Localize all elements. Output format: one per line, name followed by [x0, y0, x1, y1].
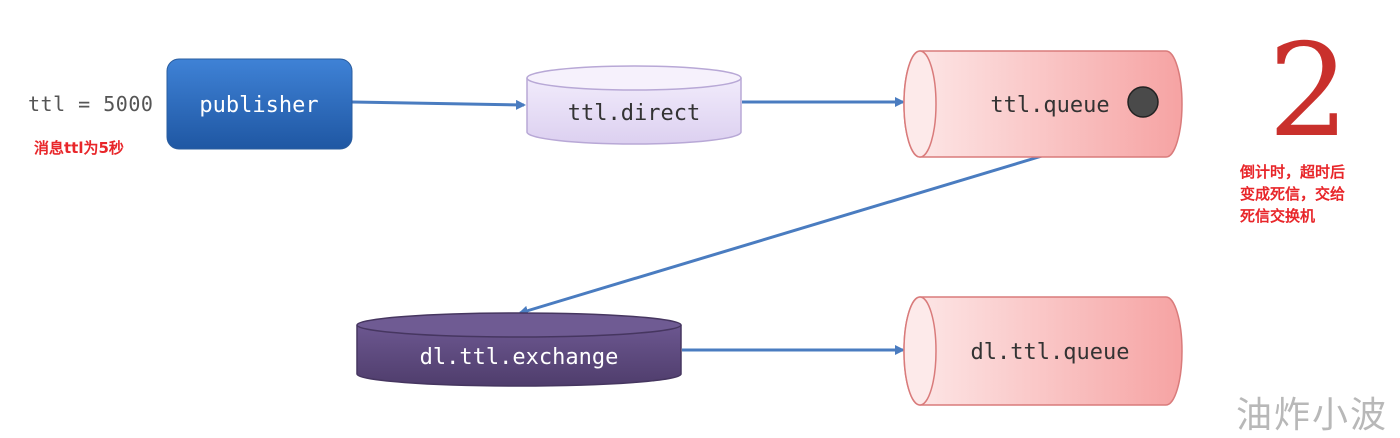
countdown-note-line-2: 变成死信，交给 [1240, 185, 1346, 203]
ttl-note: 消息ttl为5秒 [34, 139, 124, 157]
ttl-queue-node: ttl.queue [903, 50, 1183, 158]
countdown-note: 倒计时，超时后 变成死信，交给 死信交换机 [1240, 161, 1345, 227]
ttl-queue-label: ttl.queue [990, 93, 1109, 118]
ttl-setting-label: ttl = 5000 [28, 92, 154, 116]
countdown-note-line-3: 死信交换机 [1240, 207, 1316, 225]
dl-ttl-queue-node: dl.ttl.queue [903, 296, 1183, 406]
arrow-queue-to-dl-exchange [518, 154, 1043, 316]
dl-ttl-exchange-node: dl.ttl.exchange [356, 312, 682, 387]
countdown-number: 2 [1268, 17, 1350, 166]
message-dot [1127, 86, 1159, 118]
dl-ttl-exchange-label: dl.ttl.exchange [420, 345, 619, 370]
publisher-node: publisher [166, 58, 353, 150]
ttl-direct-label: ttl.direct [568, 101, 700, 126]
publisher-label: publisher [199, 93, 318, 118]
dl-ttl-queue-label: dl.ttl.queue [971, 340, 1130, 365]
ttl-direct-exchange-node: ttl.direct [526, 65, 742, 145]
arrow-publisher-to-exchange [351, 99, 526, 110]
watermark: 油炸小波 [1236, 395, 1389, 436]
countdown-note-line-1: 倒计时，超时后 [1240, 163, 1346, 181]
